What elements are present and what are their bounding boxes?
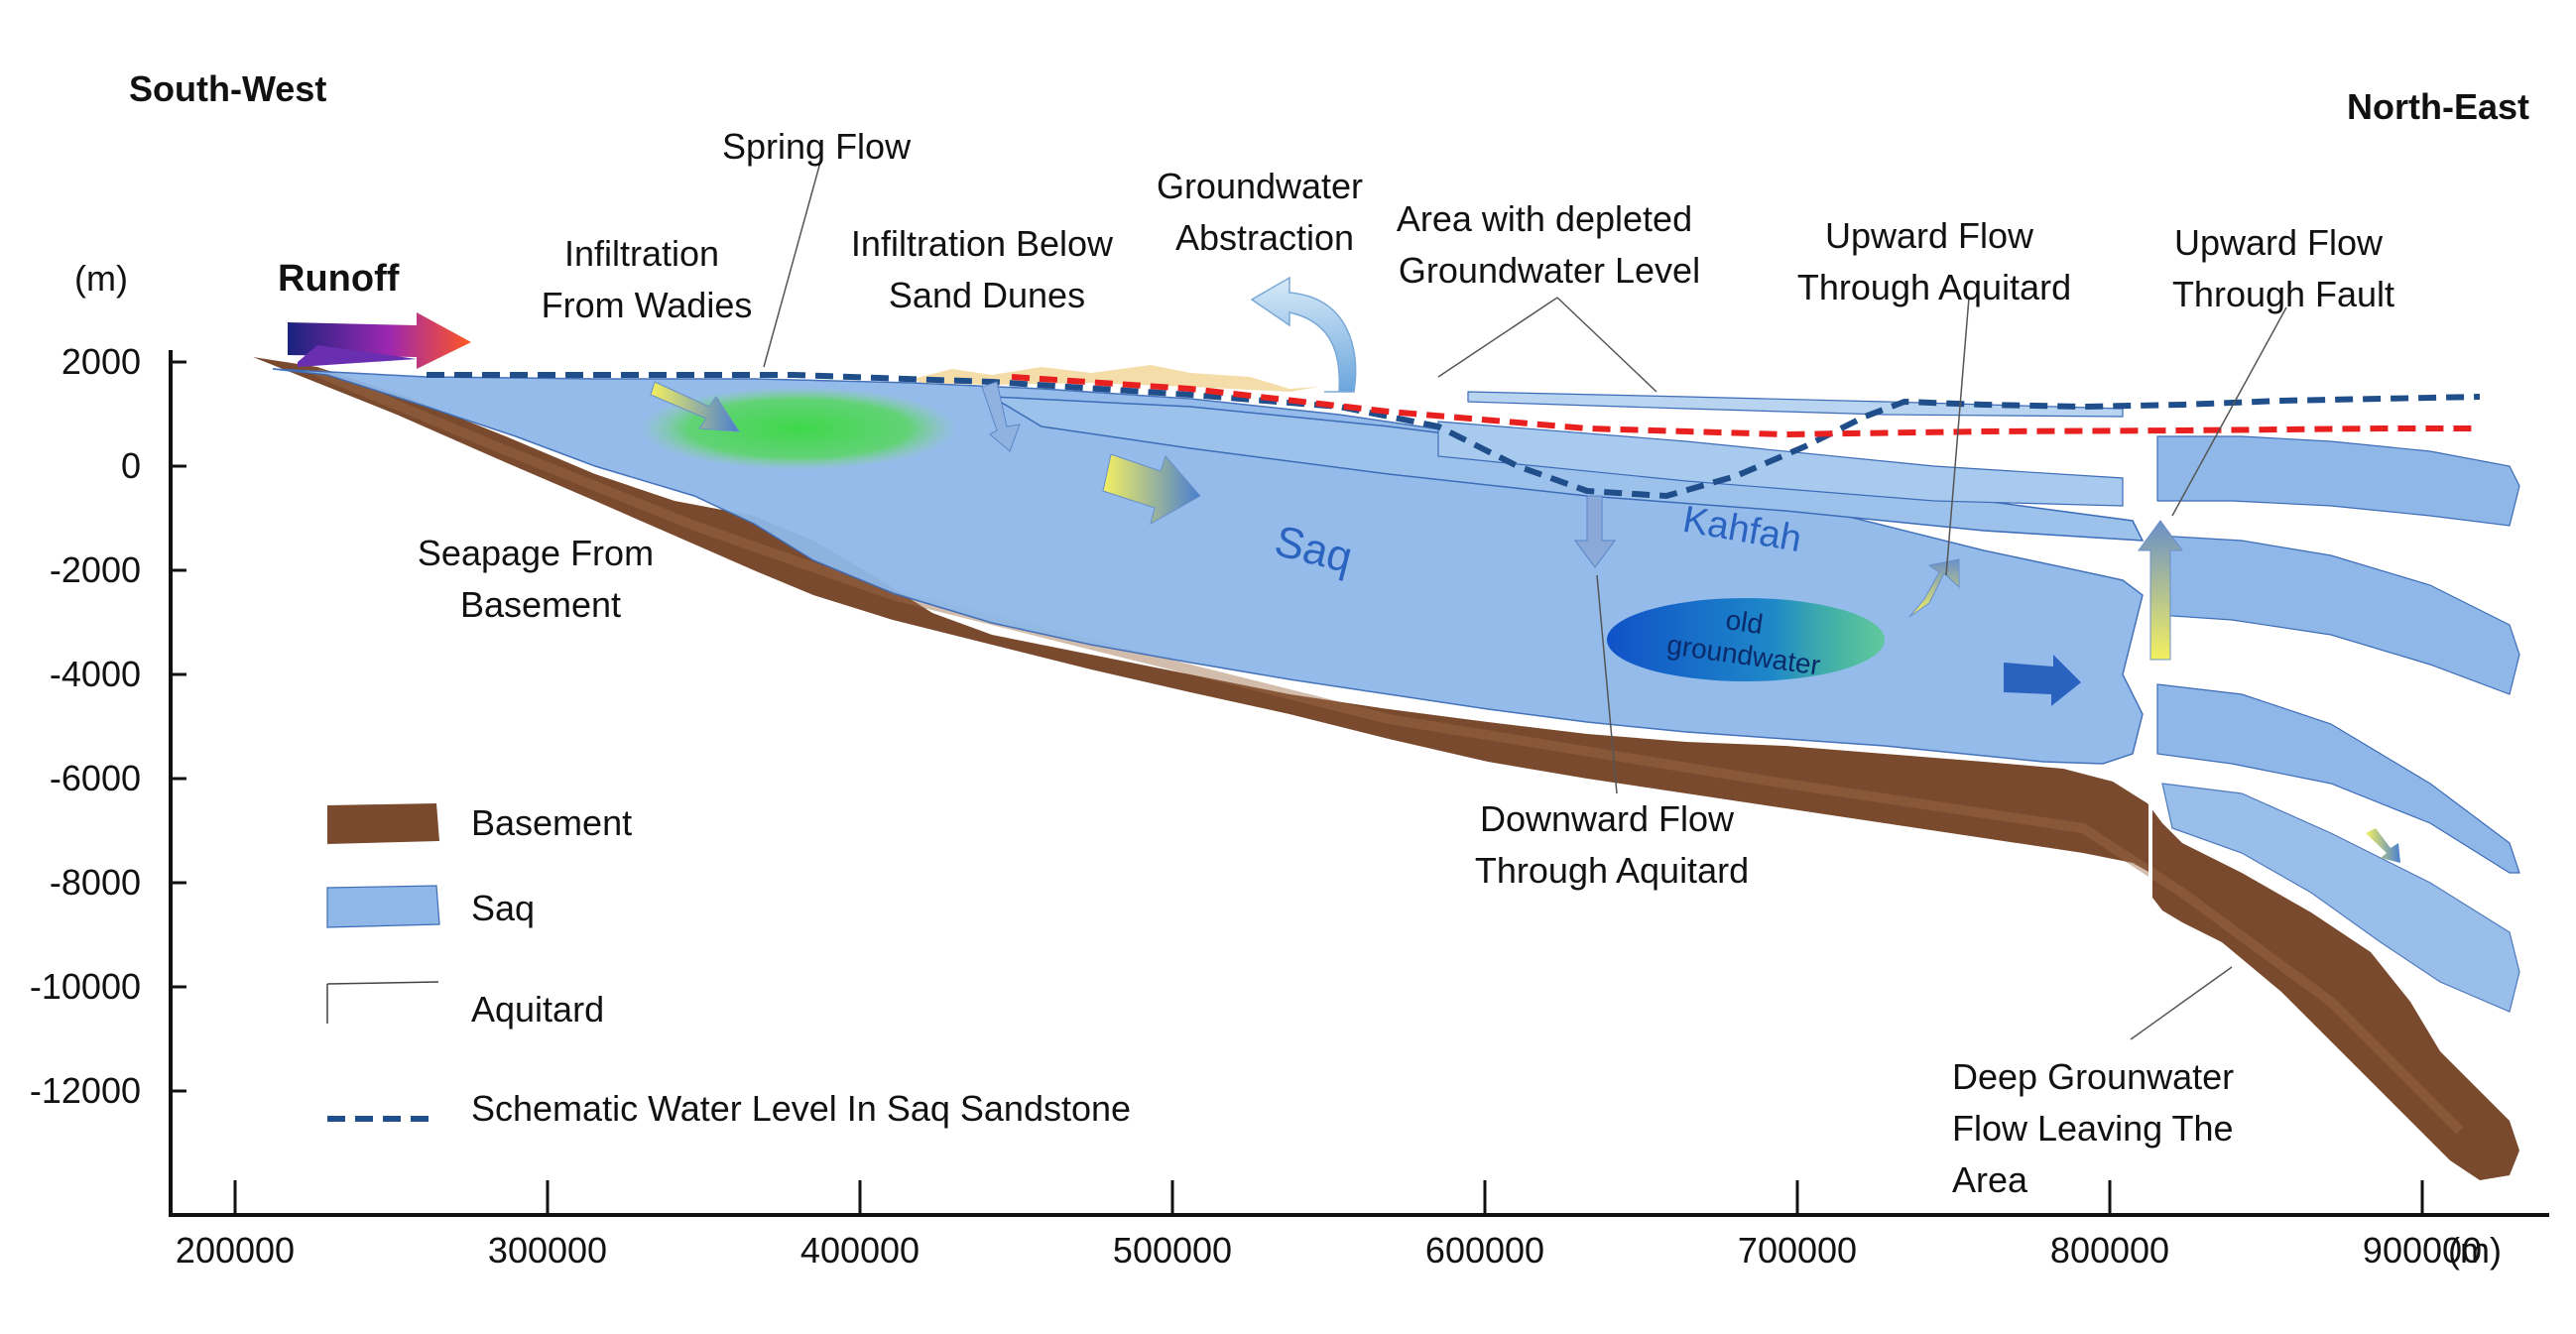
axes	[169, 350, 2549, 1217]
deep-flow-arrow	[2004, 655, 2081, 706]
x-axis-ticks	[233, 1180, 2424, 1215]
x-tick-label: 200000	[176, 1230, 295, 1271]
x-tick-label: 400000	[800, 1230, 920, 1271]
x-tick-label: 800000	[2050, 1230, 2169, 1271]
y-tick-label: 0	[121, 445, 141, 486]
fault-block-aquifer-3	[2156, 683, 2520, 874]
x-axis-unit: (m)	[2448, 1230, 2502, 1271]
x-tick-label: 600000	[1425, 1230, 1544, 1271]
label-runoff: Runoff	[278, 258, 400, 300]
label-seepage: Seapage From Basement	[418, 533, 664, 625]
water-level-saq	[427, 372, 2481, 500]
saq-flow-arrow	[1102, 453, 1201, 526]
label-infiltration-wadies: Infiltration From Wadies	[542, 233, 753, 325]
fault-block-aquifer-2	[2156, 535, 2520, 695]
sand-dunes	[913, 365, 1319, 392]
infiltration-dunes-arrow	[981, 381, 1021, 452]
downward-flow-arrow	[1574, 495, 1616, 568]
y-axis-unit: (m)	[74, 258, 128, 299]
legend-swatch-aquitard	[326, 981, 439, 1024]
x-tick-label: 700000	[1738, 1230, 1857, 1271]
direction-south-west: South-West	[129, 68, 326, 109]
upward-fault-arrow	[2138, 520, 2183, 661]
legend-swatch-basement	[327, 803, 439, 844]
fault-block-aquifer-1	[2156, 435, 2520, 527]
y-tick-label: -12000	[30, 1070, 141, 1111]
upper-aquifer-2	[1437, 421, 2124, 507]
y-tick-label: 2000	[61, 341, 141, 382]
basement-texture	[315, 367, 2464, 1135]
label-upward-aquitard: Upward Flow Through Aquitard	[1797, 215, 2071, 307]
fault-block-arrow	[2366, 828, 2400, 863]
y-axis-tick-labels: 2000 0 -2000 -4000 -6000 -8000 -10000 -12000	[30, 341, 141, 1111]
x-axis-tick-labels: 200000 300000 400000 500000 600000 700000 8000…	[176, 1230, 2482, 1271]
label-infiltration-dunes: Infiltration Below Sand Dunes	[851, 223, 1123, 315]
legend-label-water-level: Schematic Water Level In Saq Sandstone	[471, 1088, 1131, 1129]
y-tick-label: -8000	[50, 862, 141, 903]
direction-north-east: North-East	[2347, 86, 2529, 127]
leader-lines	[763, 158, 2287, 1040]
y-tick-label: -2000	[50, 549, 141, 590]
legend-swatch-saq	[326, 885, 440, 928]
label-downward-flow: Downward Flow Through Aquitard	[1475, 798, 1749, 891]
x-tick-label: 900000	[2363, 1230, 2482, 1271]
fault-block-aquifer-4	[2161, 783, 2520, 1013]
old-groundwater-body	[1607, 598, 1885, 681]
x-tick-label: 300000	[488, 1230, 607, 1271]
label-deep-flow: Deep Grounwater Flow Leaving The Area	[1952, 1056, 2244, 1200]
y-tick-label: -4000	[50, 654, 141, 694]
y-tick-label: -6000	[50, 758, 141, 798]
y-tick-label: -10000	[30, 966, 141, 1007]
label-abstraction: Groundwater Abstraction	[1157, 166, 1373, 258]
legend-label-saq: Saq	[471, 888, 535, 928]
y-axis-ticks	[171, 360, 186, 1093]
legend-label-basement: Basement	[471, 802, 632, 843]
label-upward-fault: Upward Flow Through Fault	[2172, 222, 2394, 314]
abstraction-arrow	[1250, 276, 1357, 393]
x-tick-label: 500000	[1113, 1230, 1232, 1271]
legend: Basement Saq Aquitard Schematic Water Le…	[326, 802, 1131, 1129]
legend-label-aquitard: Aquitard	[471, 989, 604, 1030]
runoff-wedge	[298, 345, 417, 367]
label-spring-flow: Spring Flow	[722, 126, 912, 167]
label-depleted-area: Area with depleted Groundwater Level	[1397, 198, 1702, 291]
infiltration-wadies-arrow	[650, 381, 740, 432]
upper-aquifer-1	[1467, 391, 2124, 418]
